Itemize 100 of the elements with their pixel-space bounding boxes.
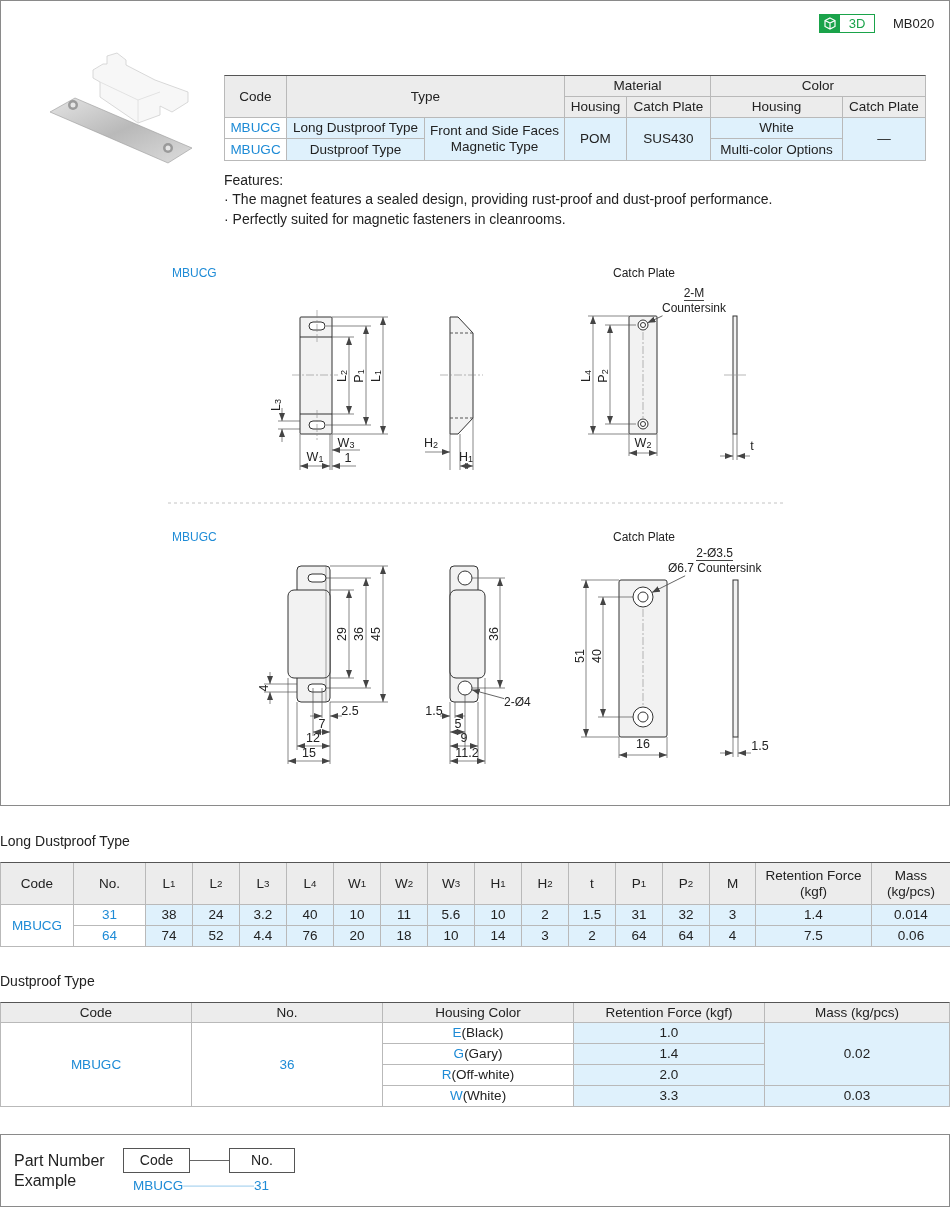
table-cell: 1.0 xyxy=(574,1023,764,1043)
countersunk-hole xyxy=(457,680,473,696)
table-cell: 1.4 xyxy=(574,1044,764,1064)
color-code-letter: R xyxy=(441,1067,452,1083)
table-cell: — xyxy=(843,118,925,160)
column-header: No. xyxy=(192,1003,382,1022)
table-cell: 32 xyxy=(663,905,709,925)
dimension-label: 7 xyxy=(318,717,326,731)
column-header: Color xyxy=(711,76,925,96)
table-cell: 1.4 xyxy=(756,905,871,925)
table-cell: 31 xyxy=(74,905,145,925)
column-header: Retention Force (kgf) xyxy=(756,863,871,904)
callout-label: 2-M xyxy=(683,286,705,302)
table-cell: 38 xyxy=(146,905,192,925)
table-cell: MBUCG xyxy=(225,118,286,138)
table-cell: Dustproof Type xyxy=(287,139,424,160)
table-cell: 10 xyxy=(428,926,474,946)
column-header: Housing xyxy=(711,97,842,117)
table-cell: 64 xyxy=(74,926,145,946)
dimension-label: 1.5 xyxy=(751,739,769,753)
dimension-label: W$_{1}$ xyxy=(306,450,324,464)
feature-item: · Perfectly suited for magnetic fasteners in cleanrooms. xyxy=(224,211,566,229)
table-cell: 4 xyxy=(710,926,755,946)
table-cell: 0.03 xyxy=(765,1086,949,1106)
column-header: No. xyxy=(74,863,145,904)
color-code-letter: G xyxy=(453,1046,465,1062)
table-cell: MBUCG xyxy=(1,905,73,946)
table-cell: White xyxy=(711,118,842,138)
countersunk-hole xyxy=(632,586,654,608)
dimension-label: W$_{2}$ xyxy=(634,436,652,450)
column-header: Housing Color xyxy=(383,1003,573,1022)
column-header: Mass (kg/pcs) xyxy=(872,863,950,904)
table-cell: Multi-color Options xyxy=(711,139,842,160)
column-header: M xyxy=(710,863,755,904)
column-header: Catch Plate xyxy=(843,97,925,117)
table-cell: 14 xyxy=(475,926,521,946)
table-cell: 3.3 xyxy=(574,1086,764,1106)
column-header: Code xyxy=(1,1003,191,1022)
table-cell: 64 xyxy=(616,926,662,946)
view-title: Catch Plate xyxy=(613,530,676,545)
dimension-label: t xyxy=(750,439,754,453)
table-cell: 3 xyxy=(710,905,755,925)
dimension-label: 4 xyxy=(257,684,271,692)
section-heading: Dustproof Type xyxy=(0,973,95,991)
table-cell: 24 xyxy=(193,905,239,925)
callout-label: Countersink xyxy=(662,301,727,316)
dimension-label: 12 xyxy=(306,731,320,745)
table-cell: 10 xyxy=(475,905,521,925)
table-cell: POM xyxy=(565,118,626,160)
table-cell: 40 xyxy=(287,905,333,925)
table-cell: 2 xyxy=(569,926,615,946)
color-name: (Off-white) xyxy=(451,1067,515,1083)
badge-label: 3D xyxy=(847,15,867,32)
table-cell: 2.0 xyxy=(574,1065,764,1085)
dimension-label: 40 xyxy=(590,649,604,663)
column-header: Retention Force (kgf) xyxy=(574,1003,764,1022)
dimension-label: H$_{1}$ xyxy=(459,450,473,464)
table-cell: 76 xyxy=(287,926,333,946)
view-title: MBUCG xyxy=(172,266,217,281)
table-cell: Front and Side Faces Magnetic Type xyxy=(425,118,564,160)
color-code-letter: E xyxy=(452,1025,462,1041)
example-code: MBUCG xyxy=(133,1178,184,1195)
callout-label: 2-Ø4 xyxy=(504,695,531,710)
column-header: Housing xyxy=(565,97,626,117)
dimension-label: W$_{3}$ xyxy=(337,436,355,450)
color-name: (Gary) xyxy=(464,1046,503,1062)
table-cell: 74 xyxy=(146,926,192,946)
column-header: Code xyxy=(1,863,73,904)
dimension-label: 11.2 xyxy=(455,746,479,760)
table-cell: 0.014 xyxy=(872,905,950,925)
table-cell: Long Dustproof Type xyxy=(287,118,424,138)
table-cell: 36 xyxy=(192,1023,382,1106)
dimension-label: 29 xyxy=(335,627,349,641)
table-cell: 64 xyxy=(663,926,709,946)
table-cell: 3.2 xyxy=(240,905,286,925)
callout-label: 2-Ø3.5 xyxy=(696,546,734,562)
part-number-box: No. xyxy=(229,1148,295,1173)
column-header: t xyxy=(569,863,615,904)
column-header: Code xyxy=(225,76,286,117)
countersunk-hole xyxy=(637,319,649,331)
dimension-label: 45 xyxy=(369,627,383,641)
table-cell: 0.02 xyxy=(765,1023,949,1085)
color-name: (Black) xyxy=(461,1025,504,1041)
part-code-box: Code xyxy=(123,1148,190,1173)
table-cell: 10 xyxy=(334,905,380,925)
table-cell: 4.4 xyxy=(240,926,286,946)
view-title: Catch Plate xyxy=(613,266,676,281)
dimension-label: 5 xyxy=(454,717,462,731)
dimension-label: 2.5 xyxy=(341,704,359,718)
table-cell: SUS430 xyxy=(627,118,710,160)
table-cell: 52 xyxy=(193,926,239,946)
dimension-label: 1 xyxy=(344,451,352,465)
table-cell: MBUGC xyxy=(225,139,286,160)
table-cell: 20 xyxy=(334,926,380,946)
table-cell: 1.5 xyxy=(569,905,615,925)
column-header: Catch Plate xyxy=(627,97,710,117)
table-cell: MBUGC xyxy=(1,1023,191,1106)
part-number-heading: Part Number Example xyxy=(14,1151,106,1191)
dimension-label: H$_{2}$ xyxy=(424,436,438,450)
dimension-label: 15 xyxy=(302,746,316,760)
